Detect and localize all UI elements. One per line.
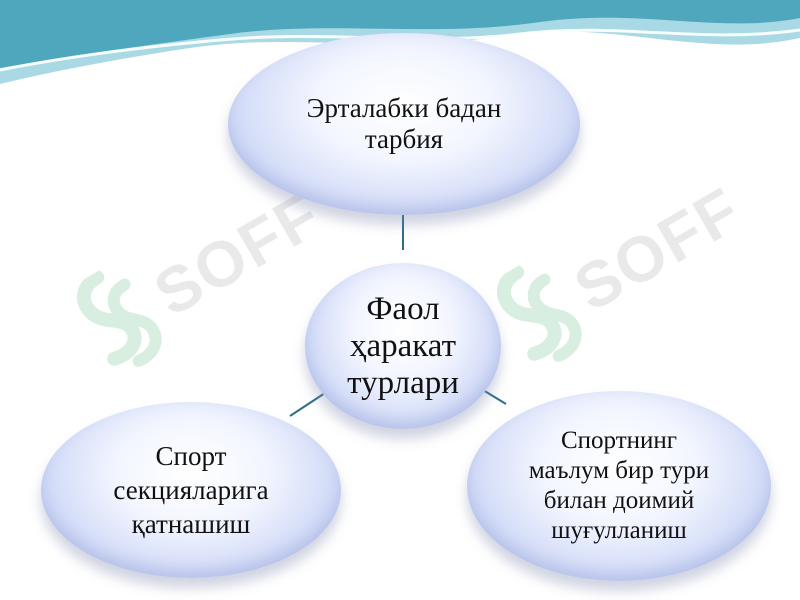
node-regular-sport: Спортнинг маълум бир тури билан доимий ш… — [467, 391, 771, 581]
node-label-center: Фаол ҳаракат турлари — [333, 291, 473, 402]
node-label-top: Эрталабки бадан тарбия — [293, 93, 516, 155]
node-label-line: қатнашиш — [131, 509, 251, 539]
connector-right — [482, 389, 507, 405]
node-label-right: Спортнинг маълум бир тури билан доимий ш… — [515, 426, 723, 546]
node-label-line: шуғулланиш — [551, 517, 687, 544]
connector-left — [289, 392, 326, 417]
node-label-left: Спорт секцияларига қатнашиш — [99, 439, 282, 541]
node-label-line: маълум бир тури — [528, 457, 710, 484]
node-active-movement-types: Фаол ҳаракат турлари — [305, 263, 501, 429]
node-label-line: тарбия — [364, 124, 444, 154]
node-sport-sections: Спорт секцияларига қатнашиш — [41, 402, 341, 578]
node-label-line: Фаол — [366, 290, 440, 327]
node-label-line: турлари — [347, 364, 459, 401]
node-label-line: ҳаракат — [349, 327, 457, 364]
node-label-line: Спорт — [155, 441, 227, 471]
node-morning-exercise: Эрталабки бадан тарбия — [228, 33, 580, 215]
node-label-line: билан доимий — [543, 487, 695, 514]
node-label-line: Спортнинг — [560, 427, 678, 454]
node-label-line: Эрталабки бадан — [306, 93, 502, 123]
node-label-line: секцияларига — [113, 475, 269, 505]
